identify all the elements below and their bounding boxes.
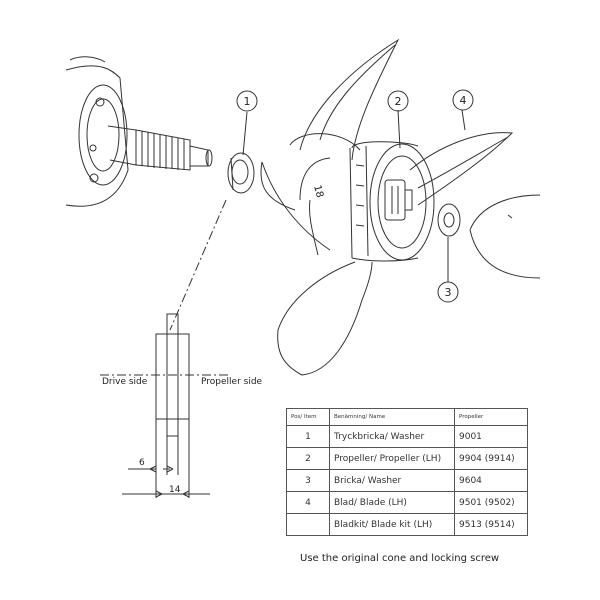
row-pos — [286, 513, 330, 536]
dimension-14-label: 14 — [169, 485, 181, 495]
table-row: 1 Tryckbricka/ Washer 9001 — [286, 425, 528, 448]
row-name: Tryckbricka/ Washer — [329, 425, 455, 448]
table-row: 4 Blad/ Blade (LH) 9501 (9502) — [286, 491, 528, 514]
blade-size-mark: 18 — [311, 184, 325, 199]
drive-housing — [65, 56, 129, 207]
footnote: Use the original cone and locking screw — [300, 553, 500, 564]
row-pos: 4 — [286, 491, 330, 514]
row-pos: 1 — [286, 425, 330, 448]
center-line — [169, 199, 227, 331]
row-pos: 3 — [286, 469, 330, 492]
row-name: Propeller/ Propeller (LH) — [329, 447, 455, 470]
callout-4-label: 4 — [460, 94, 467, 107]
row-pos: 2 — [286, 447, 330, 470]
row-name: Bricka/ Washer — [329, 469, 455, 492]
leader-lines — [242, 109, 466, 282]
propeller-side-label: Propeller side — [201, 377, 263, 387]
row-name: Blad/ Blade (LH) — [329, 491, 455, 514]
header-part: Propeller — [454, 408, 528, 426]
table-row: 2 Propeller/ Propeller (LH) 9904 (9914) — [286, 447, 528, 470]
callout-circles — [236, 89, 474, 303]
washer-part-3 — [437, 203, 461, 237]
parts-list-table: Pos/ Item Benämning/ Name Propeller 1 Tr… — [286, 408, 528, 536]
header-pos: Pos/ Item — [286, 408, 330, 426]
table-row: Bladkit/ Blade kit (LH) 9513 (9514) — [286, 513, 528, 536]
washer-section-detail — [100, 313, 230, 498]
row-part: 9904 (9914) — [454, 447, 528, 470]
callout-2-label: 2 — [395, 95, 402, 108]
table-header-row: Pos/ Item Benämning/ Name Propeller — [286, 408, 528, 426]
table-row: 3 Bricka/ Washer 9604 — [286, 469, 528, 492]
thrust-washer-part-1 — [227, 152, 255, 194]
callout-1-label: 1 — [244, 95, 251, 108]
propeller-hub-part-2 — [289, 133, 435, 262]
dimension-6-label: 6 — [139, 458, 145, 468]
propeller-shaft — [107, 125, 213, 171]
header-name: Benämning/ Name — [329, 408, 455, 426]
propeller-cone — [469, 194, 541, 279]
drive-side-label: Drive side — [102, 377, 148, 387]
row-part: 9604 — [454, 469, 528, 492]
row-part: 9001 — [454, 425, 528, 448]
row-name: Bladkit/ Blade kit (LH) — [329, 513, 455, 536]
callout-3-label: 3 — [445, 286, 452, 299]
row-part: 9501 (9502) — [454, 491, 528, 514]
propeller-blades-part-4 — [260, 38, 514, 376]
row-part: 9513 (9514) — [454, 513, 528, 536]
